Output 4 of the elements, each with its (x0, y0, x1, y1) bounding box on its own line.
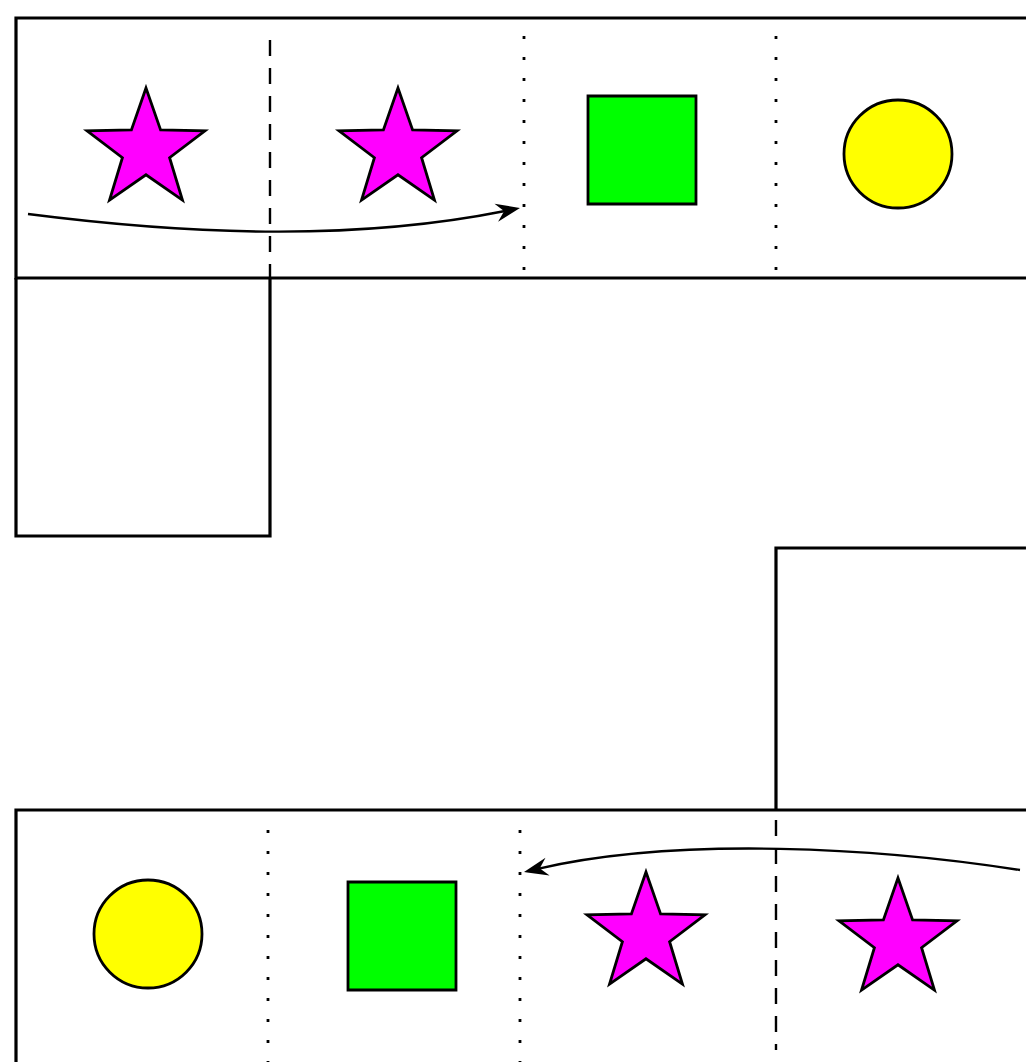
circle-shape (842, 98, 954, 210)
circle-shape (92, 878, 204, 990)
square-shape (346, 880, 458, 992)
square-shape (586, 94, 698, 206)
